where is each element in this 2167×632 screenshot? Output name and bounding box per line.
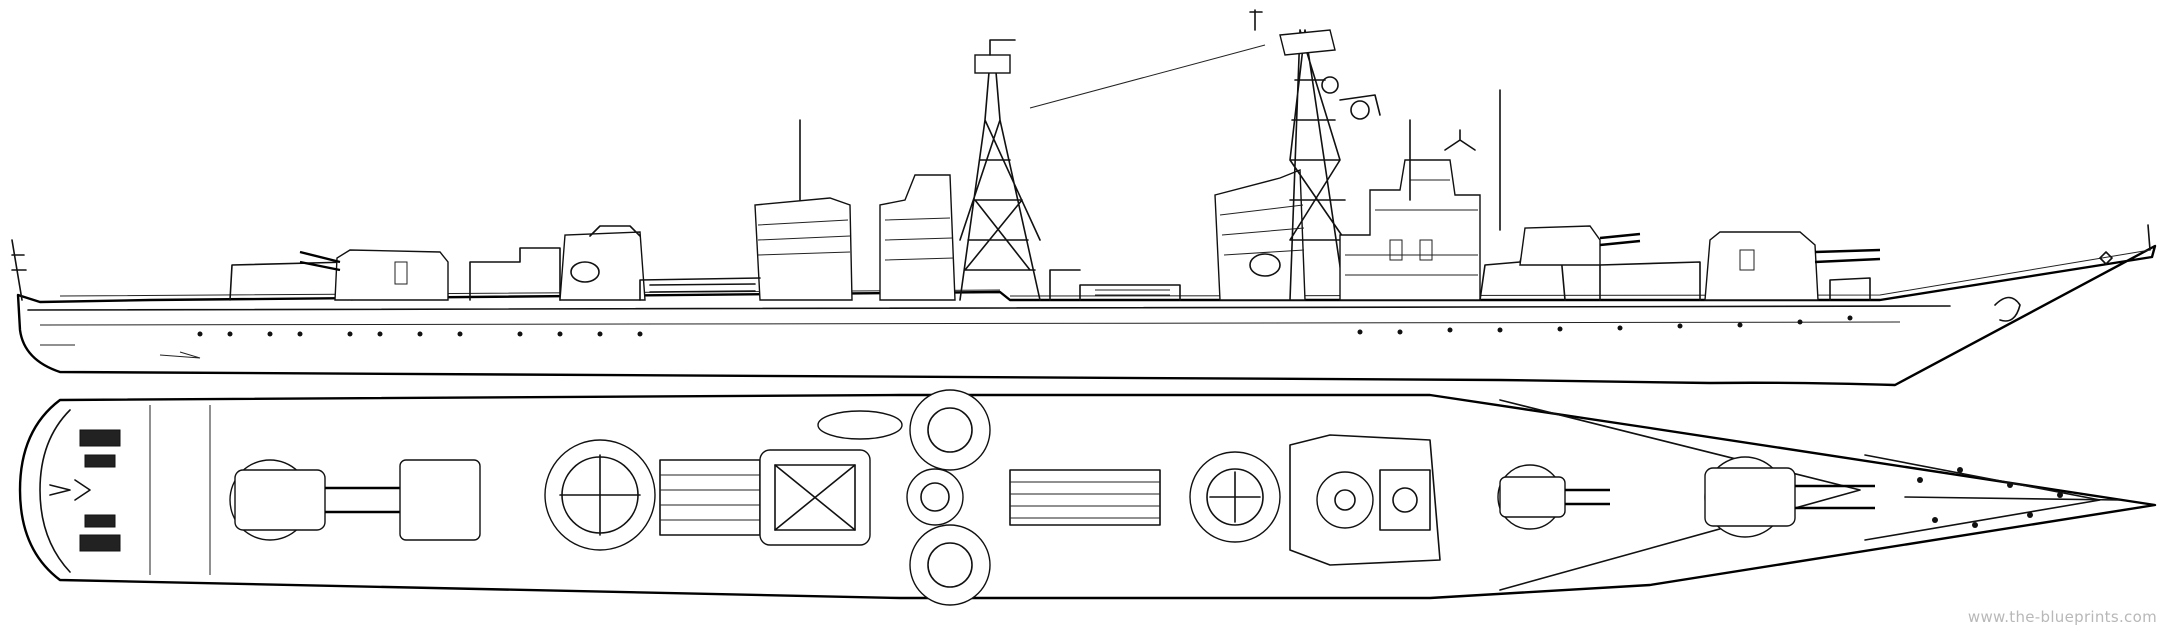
aft-turret-side	[334, 249, 449, 301]
forward-turret-b-side	[1519, 225, 1601, 266]
hull-plan	[18, 393, 2157, 600]
funnel-forward-plan	[1189, 451, 1281, 543]
mast-aft	[959, 59, 1041, 301]
aft-turret-plan	[229, 459, 400, 541]
portholes	[197, 315, 1853, 337]
bridge-forward	[1339, 159, 1481, 301]
funnel-aft	[754, 197, 853, 301]
forward-turret-a-side	[1704, 231, 1819, 301]
forward-turret-b-plan	[1497, 464, 1610, 530]
watermark: www.the-blueprints.com	[1967, 608, 2157, 626]
forward-turret-a-plan	[1704, 456, 1875, 538]
plan-view	[18, 389, 2157, 606]
funnel-aft-plan	[759, 449, 871, 546]
side-profile-view	[11, 9, 2157, 387]
funnel-forward	[1214, 168, 1306, 301]
foremast	[1289, 29, 1346, 301]
hull-side	[16, 244, 2157, 387]
